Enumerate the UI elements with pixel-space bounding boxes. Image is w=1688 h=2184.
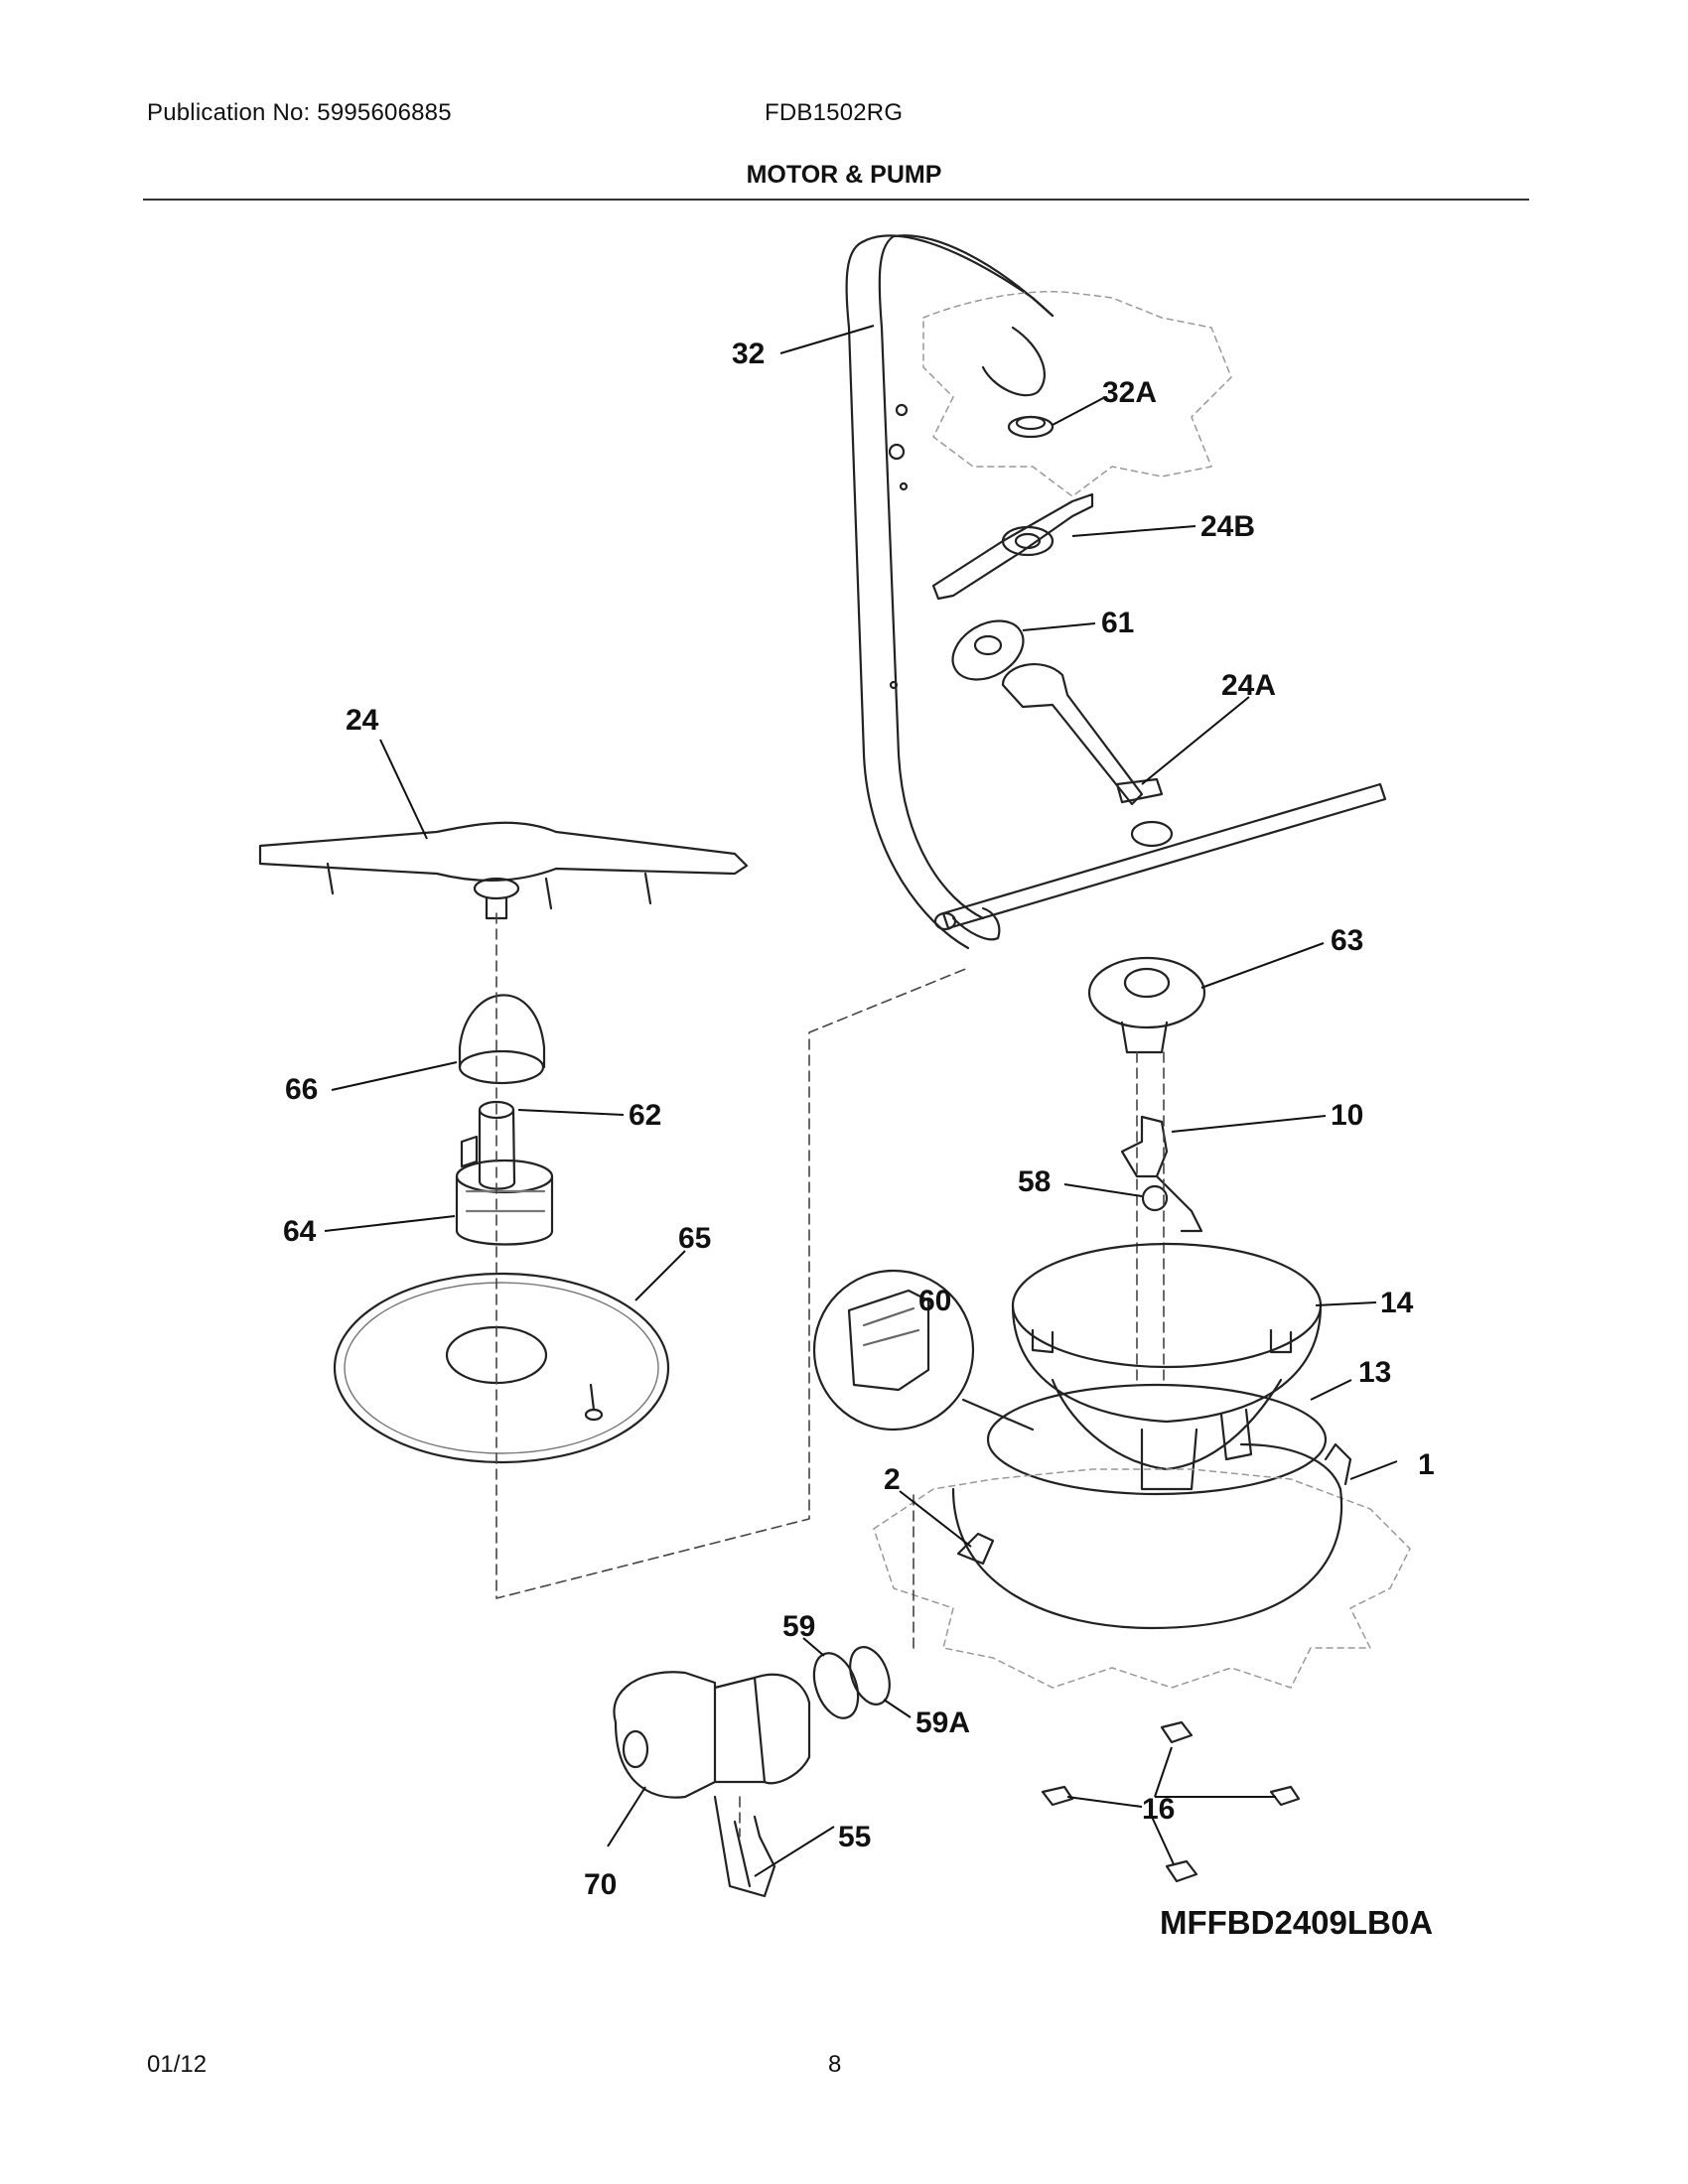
bracket-2-part <box>956 1532 995 1566</box>
alignment-guide-right <box>1136 1051 1165 1386</box>
callout-24: 24 <box>346 704 379 737</box>
callout-70: 70 <box>584 1868 617 1901</box>
filter-cap-66-part <box>458 994 546 1085</box>
fine-filter-65-part <box>333 1272 670 1464</box>
publication-number: Publication No: 5995606885 <box>147 99 452 126</box>
callout-13: 13 <box>1358 1356 1391 1389</box>
upper-spray-zone <box>922 290 1232 497</box>
callout-63: 63 <box>1331 924 1363 957</box>
cover-63-part <box>1087 956 1206 1054</box>
section-title: MOTOR & PUMP <box>746 161 942 189</box>
clip-55-part <box>713 1795 776 1898</box>
feet-16-part <box>1041 1720 1301 1883</box>
callout-61: 61 <box>1101 607 1134 639</box>
callout-1: 1 <box>1418 1448 1435 1481</box>
header-rule <box>143 199 1529 201</box>
callout-55: 55 <box>838 1821 871 1853</box>
spray-arm-24-part <box>258 821 749 920</box>
nut-32a-part <box>1007 415 1055 439</box>
heater-1-part <box>951 1442 1352 1630</box>
tub-base-zone <box>873 1468 1411 1689</box>
seal-59a-part <box>849 1646 891 1706</box>
callout-66: 66 <box>285 1073 318 1106</box>
alignment-guide-left <box>495 912 969 1599</box>
callout-14: 14 <box>1380 1287 1414 1319</box>
callout-2: 2 <box>884 1463 901 1496</box>
supply-tube-part <box>845 234 1055 950</box>
page-number: 8 <box>828 2051 842 2078</box>
callout-59a: 59A <box>915 1706 970 1739</box>
callout-59: 59 <box>782 1610 815 1643</box>
alignment-guide-motor <box>739 1488 914 1838</box>
callout-32: 32 <box>732 338 765 370</box>
callout-32a: 32A <box>1102 376 1157 409</box>
callout-64: 64 <box>283 1215 317 1248</box>
spray-arm-24b-part <box>931 492 1094 601</box>
diagram-code: MFFBD2409LB0A <box>1160 1904 1433 1941</box>
model-number: FDB1502RG <box>765 99 904 126</box>
spray-arm-24a-part <box>933 663 1387 931</box>
callout-60: 60 <box>918 1285 951 1317</box>
nozzle-10-part <box>1120 1115 1203 1233</box>
motor-70-part <box>613 1671 811 1799</box>
seal-59-part <box>812 1652 860 1719</box>
disc-61-part <box>951 619 1025 681</box>
footer-date: 01/12 <box>147 2051 208 2078</box>
inset-60-part <box>812 1269 1035 1432</box>
callout-24a: 24A <box>1221 669 1276 702</box>
callout-58: 58 <box>1018 1165 1051 1198</box>
callout-10: 10 <box>1331 1099 1363 1132</box>
callout-62: 62 <box>629 1099 661 1132</box>
callout-16: 16 <box>1142 1793 1175 1826</box>
callout-24b: 24B <box>1200 510 1255 543</box>
ball-58-part <box>1141 1184 1169 1212</box>
callout-65: 65 <box>678 1222 711 1255</box>
tube-62-part <box>460 1100 516 1190</box>
gasket-13-part <box>986 1383 1328 1496</box>
filter-64-part <box>455 1159 554 1246</box>
sump-14-part <box>1011 1242 1323 1491</box>
